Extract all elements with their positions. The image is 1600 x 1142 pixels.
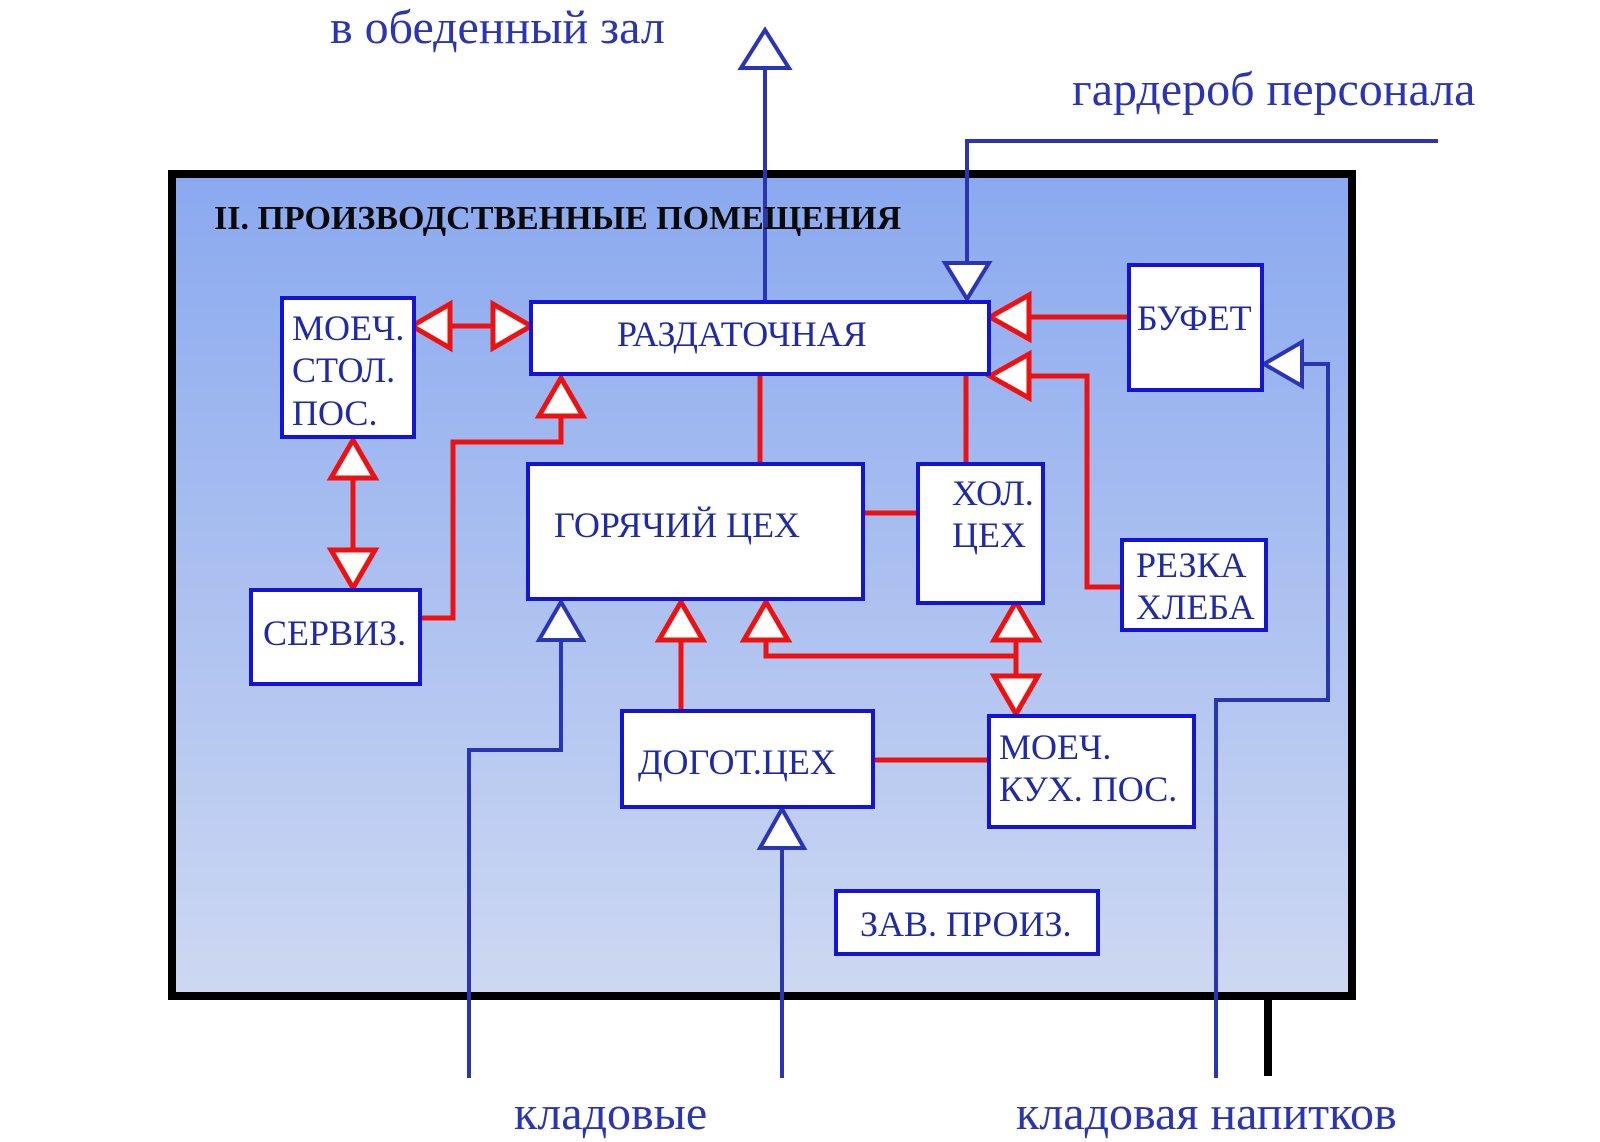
room-tableware-washing: МОЕЧ. СТОЛ. ПОС.	[280, 296, 416, 439]
arrow-down-service	[326, 547, 380, 593]
external-flows	[467, 26, 1438, 1078]
room-cold-shop: ХОЛ. ЦЕХ	[916, 462, 1045, 605]
room-service: СЕРВИЗ.	[249, 588, 422, 686]
arrow-up-hot-shop-blue	[535, 598, 587, 642]
room-kitchenware-washing-line-2: КУХ. ПОС.	[999, 769, 1178, 810]
arrow-up-cold-shop	[989, 597, 1043, 643]
label-drinks-storeroom: кладовая напитков	[1016, 1087, 1397, 1140]
room-buffet: БУФЕТ	[1127, 263, 1264, 392]
arrow-up-pre-prep	[756, 804, 808, 850]
flow-bread-serving	[1029, 373, 1120, 590]
flow-from-staff-wardrobe	[965, 139, 1438, 263]
arrow-right-serving	[490, 299, 536, 353]
flow-kitchenware-hot-shop	[763, 640, 1016, 659]
room-kitchenware-washing-line-1: МОЕЧ.	[999, 727, 1112, 767]
section-title: II. ПРОИЗВОДСТВЕННЫЕ ПОМЕЩЕНИЯ	[214, 200, 902, 237]
arrow-left-serving-top	[984, 290, 1032, 344]
arrow-up-hot-shop-red-2	[739, 597, 793, 643]
arrow-left-buffet	[1260, 338, 1304, 390]
room-pre-prep-shop-label: ДОГОТ.ЦЕХ	[638, 742, 836, 782]
label-dining-hall: в обеденный зал	[330, 1, 665, 54]
room-tableware-washing-line-1: МОЕЧ.	[292, 308, 405, 348]
room-buffet-label: БУФЕТ	[1137, 298, 1252, 338]
room-bread-slicing-line-2: ХЛЕБА	[1136, 587, 1255, 628]
arrow-down-wardrobe	[941, 261, 993, 303]
room-serving-label: РАЗДАТОЧНАЯ	[617, 314, 867, 354]
room-pre-prep-shop: ДОГОТ.ЦЕХ	[620, 709, 875, 809]
arrow-up-washing	[326, 435, 380, 481]
internal-flows	[326, 290, 1127, 763]
label-storerooms: кладовые	[514, 1087, 708, 1140]
arrow-down-kitchenware	[989, 673, 1043, 719]
room-tableware-washing-line-3: ПОС.	[292, 392, 378, 433]
flow-service-to-serving	[422, 416, 564, 621]
room-production-manager-label: ЗАВ. ПРОИЗ.	[860, 904, 1072, 944]
arrow-up-serving-left	[534, 373, 588, 419]
room-production-manager: ЗАВ. ПРОИЗ.	[834, 889, 1100, 956]
room-bread-slicing: РЕЗКА ХЛЕБА	[1120, 538, 1268, 632]
room-kitchenware-washing: МОЕЧ. КУХ. ПОС.	[987, 714, 1196, 829]
room-cold-shop-line-2: ЦЕХ	[952, 515, 1026, 556]
room-hot-shop-label: ГОРЯЧИЙ ЦЕХ	[554, 505, 801, 545]
arrow-up-hot-shop-red-1	[654, 597, 708, 643]
arrow-up-dining-hall	[737, 26, 793, 70]
room-bread-slicing-line-1: РЕЗКА	[1136, 545, 1247, 585]
room-cold-shop-line-1: ХОЛ.	[952, 473, 1034, 513]
room-tableware-washing-line-2: СТОЛ.	[292, 350, 396, 391]
room-service-label: СЕРВИЗ.	[263, 613, 407, 653]
room-serving: РАЗДАТОЧНАЯ	[529, 300, 991, 376]
flow-drinks-to-buffet	[1214, 362, 1330, 1078]
arrow-left-serving-bottom	[984, 349, 1032, 403]
room-hot-shop: ГОРЯЧИЙ ЦЕХ	[526, 462, 865, 601]
label-staff-wardrobe: гардероб персонала	[1072, 63, 1476, 116]
arrow-left-washing	[407, 299, 453, 353]
flow-storerooms-to-hot-shop	[467, 640, 563, 1078]
